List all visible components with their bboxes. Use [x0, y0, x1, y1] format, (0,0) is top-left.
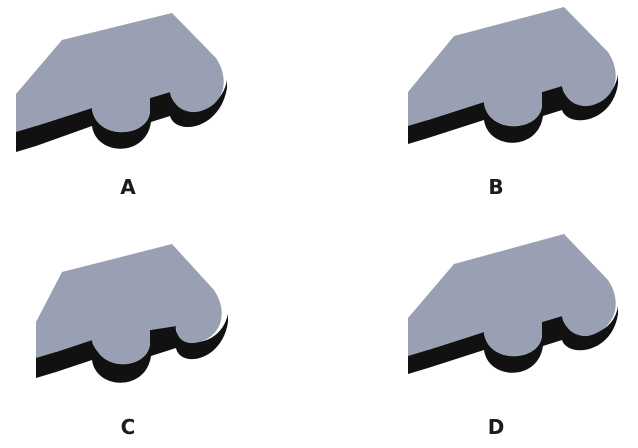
- option-b-block: [408, 7, 618, 144]
- option-c-block: [36, 244, 228, 383]
- option-d[interactable]: D: [408, 234, 618, 439]
- option-c[interactable]: C: [36, 244, 228, 439]
- option-a-block: [16, 13, 227, 152]
- option-a-label: A: [120, 175, 136, 199]
- option-b[interactable]: B: [408, 7, 618, 199]
- option-a[interactable]: A: [16, 13, 227, 199]
- option-d-label: D: [488, 415, 505, 439]
- option-d-block: [408, 234, 618, 374]
- option-b-label: B: [488, 175, 503, 199]
- option-c-label: C: [121, 415, 136, 439]
